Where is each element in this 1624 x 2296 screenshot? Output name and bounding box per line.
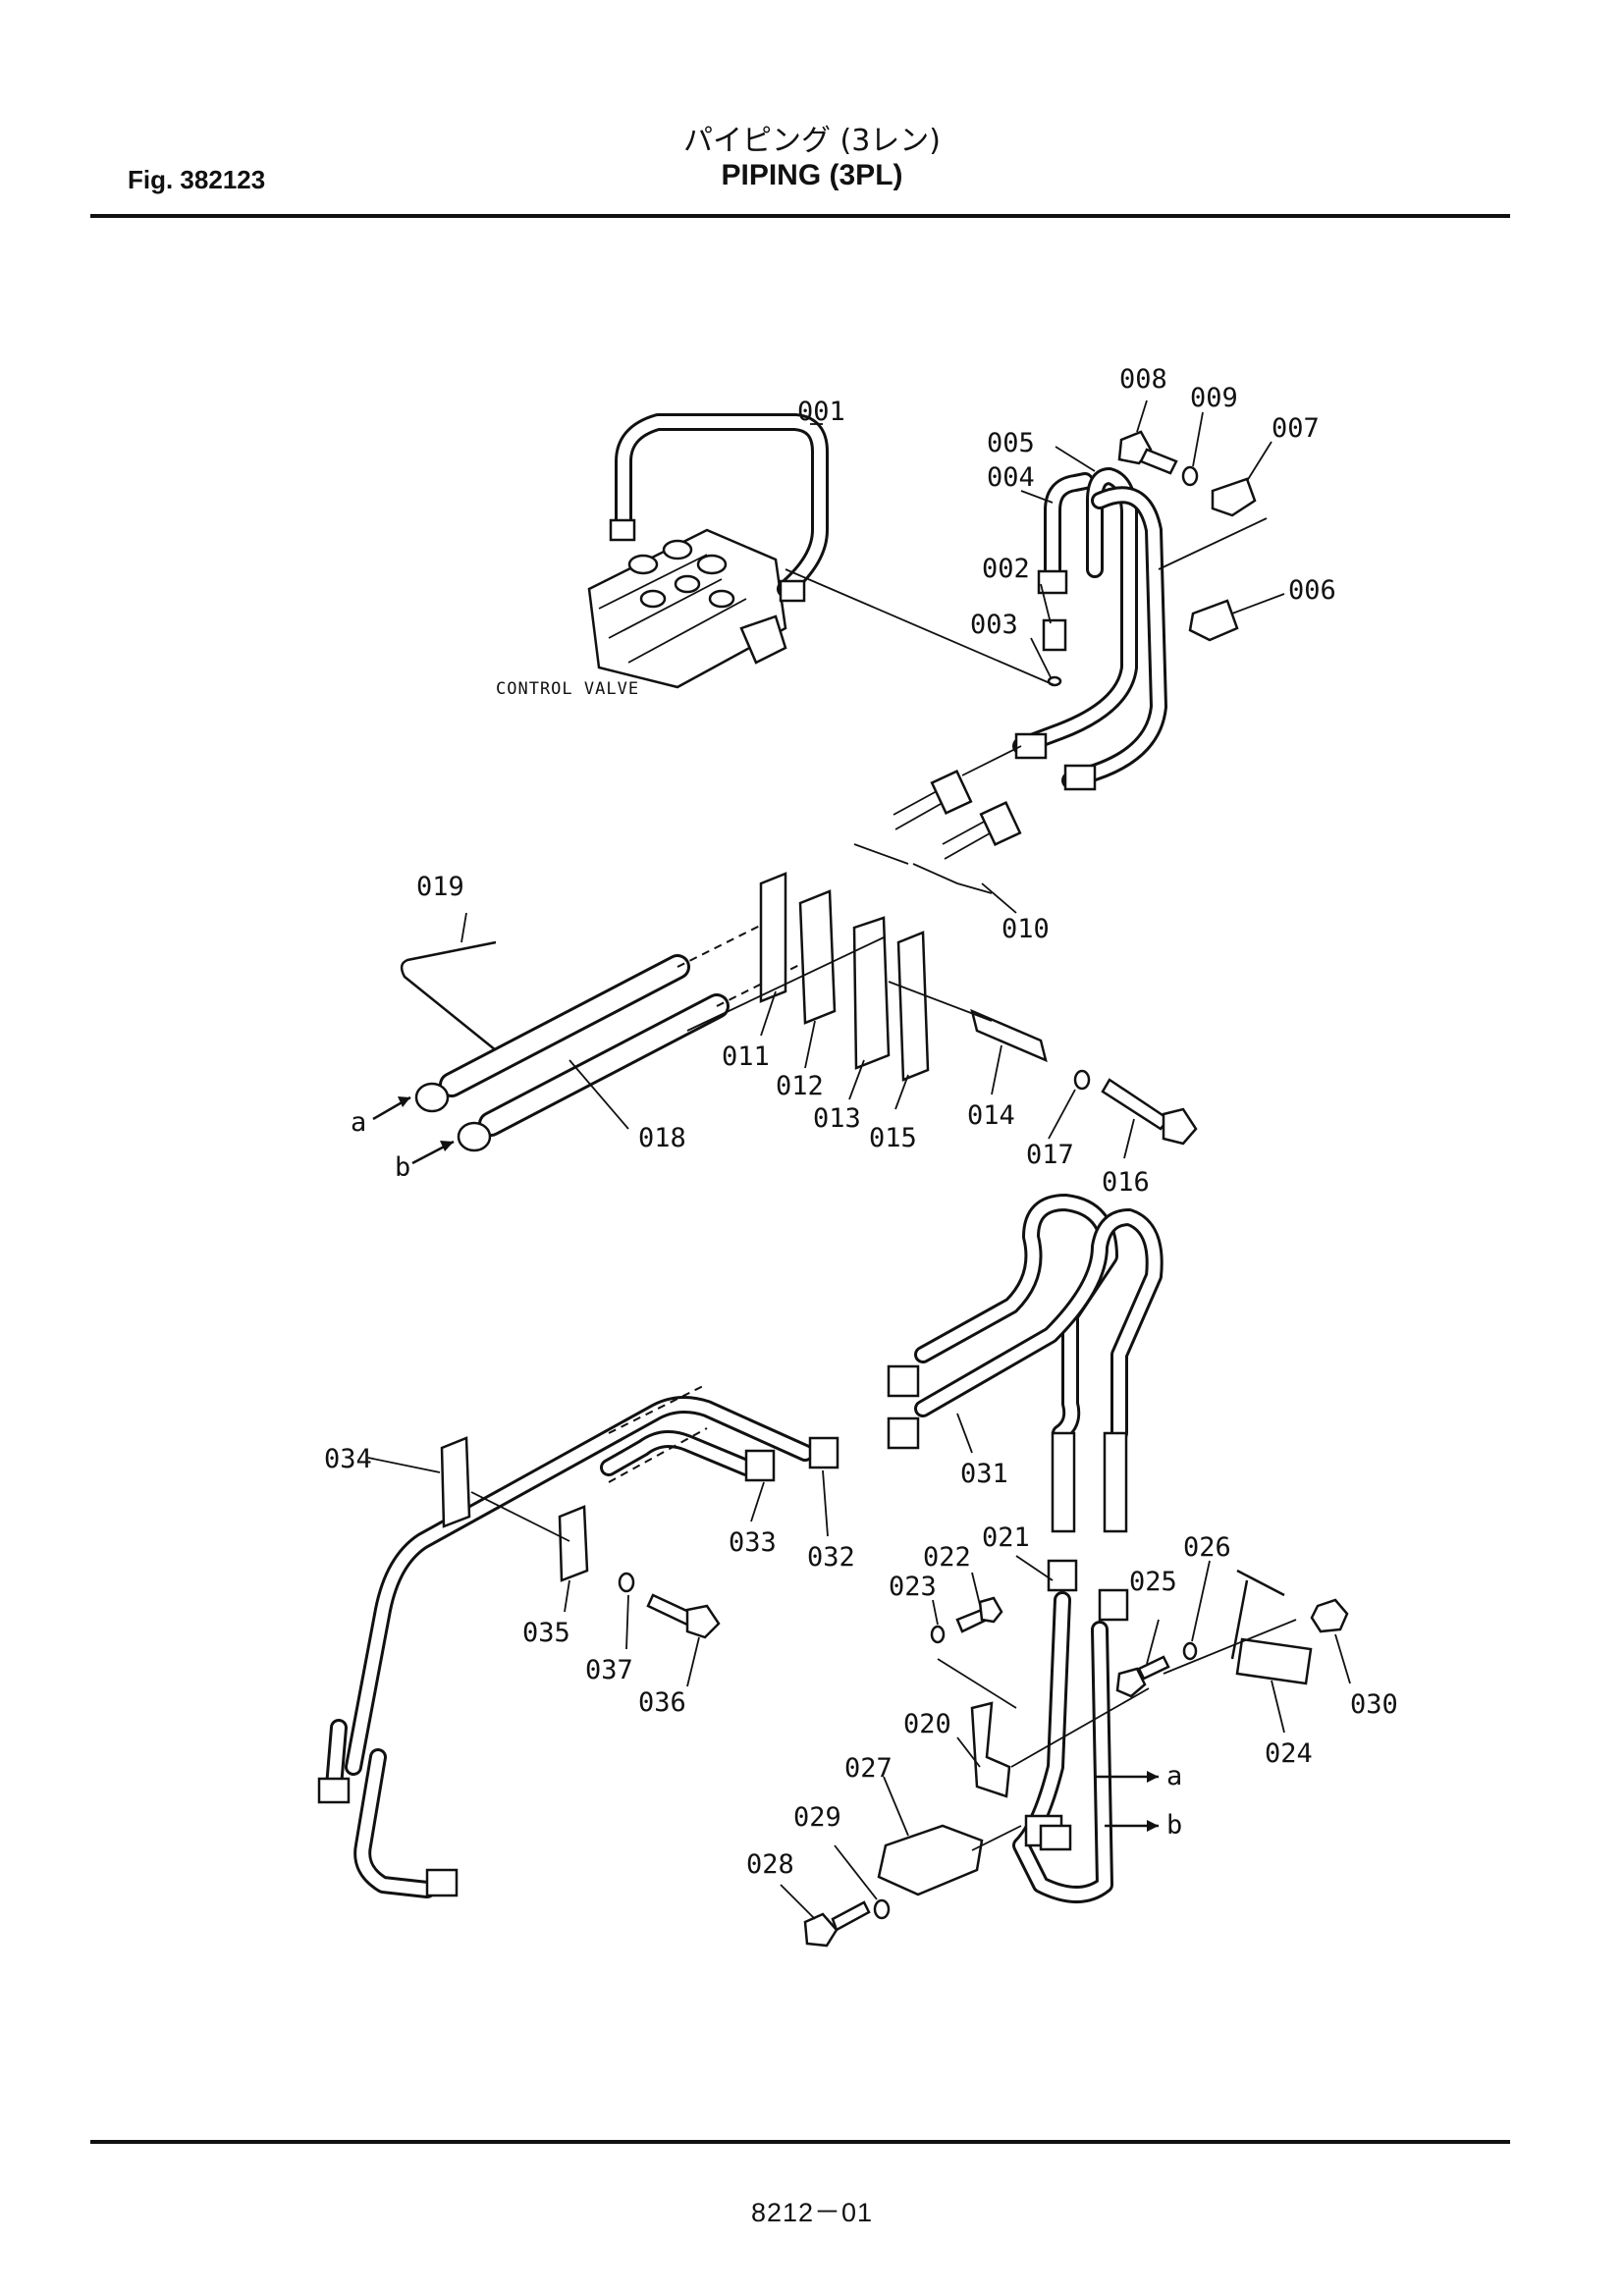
callout-011: 011 — [722, 1041, 770, 1072]
plate-015 — [896, 931, 930, 1082]
fitting-002 — [1042, 618, 1067, 652]
clamp-035 — [558, 1505, 589, 1582]
block-013 — [852, 916, 891, 1070]
callout-033: 033 — [729, 1527, 777, 1558]
washer-037 — [618, 1572, 635, 1593]
callout-008: 008 — [1119, 364, 1167, 395]
hose-clip-019 — [400, 940, 497, 1051]
callout-023: 023 — [889, 1572, 937, 1602]
callout-036: 036 — [638, 1687, 686, 1718]
hose-ends-lower — [1047, 1431, 1129, 1622]
pipes-lower-loop — [887, 1194, 1164, 1450]
callout-004: 004 — [987, 462, 1035, 493]
callout-001: 001 — [797, 397, 845, 427]
callout-005: 005 — [987, 428, 1035, 458]
control-valve-caption: CONTROL VALVE — [496, 679, 639, 699]
bracket-020 — [970, 1701, 1011, 1798]
hoses-018 — [414, 917, 816, 1152]
title-japanese: パイピング (3レン) — [682, 124, 942, 158]
callout-013: 013 — [813, 1103, 861, 1134]
callout-017: 017 — [1026, 1140, 1074, 1170]
tube-fittings-010 — [853, 770, 1022, 894]
callout-014: 014 — [967, 1100, 1015, 1131]
port-a-label-lower: a — [1166, 1761, 1182, 1791]
bolt-036 — [646, 1593, 721, 1639]
pipes-004-005 — [1012, 467, 1167, 791]
clamp-007 — [1211, 477, 1257, 517]
pipe-001 — [609, 413, 829, 603]
clamp-011 — [759, 872, 787, 1003]
callout-007: 007 — [1272, 413, 1320, 444]
callout-035: 035 — [522, 1618, 570, 1648]
port-a-label-upper: a — [351, 1107, 366, 1138]
callout-015: 015 — [869, 1123, 917, 1153]
header-rule — [90, 214, 1510, 218]
callout-027: 027 — [844, 1753, 893, 1784]
washer-026 — [1182, 1641, 1198, 1661]
washer-029 — [873, 1898, 891, 1920]
callout-022: 022 — [923, 1542, 971, 1573]
callout-numbers: 001 004 005 002 003 008 009 007 006 010 … — [324, 364, 1398, 1880]
callout-026: 026 — [1183, 1532, 1231, 1563]
block-027 — [877, 1824, 984, 1896]
clamp-006 — [1188, 599, 1239, 642]
callout-024: 024 — [1265, 1738, 1313, 1769]
callout-019: 019 — [416, 872, 464, 902]
page-code: 8212－01 — [750, 2198, 874, 2227]
callout-003: 003 — [970, 610, 1018, 640]
callout-034: 034 — [324, 1444, 372, 1474]
callout-032: 032 — [807, 1542, 855, 1573]
callout-012: 012 — [776, 1071, 824, 1101]
callout-021: 021 — [982, 1522, 1030, 1553]
callout-029: 029 — [793, 1802, 841, 1833]
footer-rule — [90, 2140, 1510, 2144]
pin-014 — [970, 1008, 1048, 1063]
bolt-022 — [955, 1596, 1003, 1633]
washer-017 — [1073, 1069, 1091, 1091]
nut-030 — [1310, 1598, 1349, 1633]
callout-018: 018 — [638, 1123, 686, 1153]
bolt-028 — [803, 1900, 871, 1948]
plate-024-strap — [1230, 1569, 1285, 1660]
pipe-long-lower — [317, 1396, 839, 1898]
callout-leaders — [367, 400, 1351, 1920]
control-valve-illustration — [587, 528, 787, 689]
bolt-016 — [1101, 1078, 1198, 1146]
callout-016: 016 — [1102, 1167, 1150, 1198]
washer-023 — [930, 1625, 946, 1644]
port-b-label-upper: b — [395, 1152, 410, 1183]
clamp-012 — [798, 889, 837, 1025]
callout-020: 020 — [903, 1709, 951, 1739]
callout-002: 002 — [982, 554, 1030, 584]
port-b-label-lower: b — [1166, 1810, 1182, 1841]
callout-037: 037 — [585, 1655, 633, 1685]
pipes-to-ports-ab — [1012, 1591, 1113, 1903]
bolt-008 — [1117, 430, 1178, 475]
bolt-025 — [1115, 1655, 1170, 1698]
callout-031: 031 — [960, 1459, 1008, 1489]
washer-009 — [1181, 465, 1199, 487]
plate-024 — [1235, 1637, 1313, 1685]
title-english: PIPING (3PL) — [721, 159, 903, 191]
clamp-034 — [440, 1436, 471, 1528]
figure-number: Fig. 382123 — [128, 165, 266, 194]
callout-009: 009 — [1190, 383, 1238, 413]
callout-028: 028 — [746, 1849, 794, 1880]
callout-025: 025 — [1129, 1567, 1177, 1597]
callout-010: 010 — [1001, 914, 1050, 944]
callout-030: 030 — [1350, 1689, 1398, 1720]
callout-006: 006 — [1288, 575, 1336, 606]
